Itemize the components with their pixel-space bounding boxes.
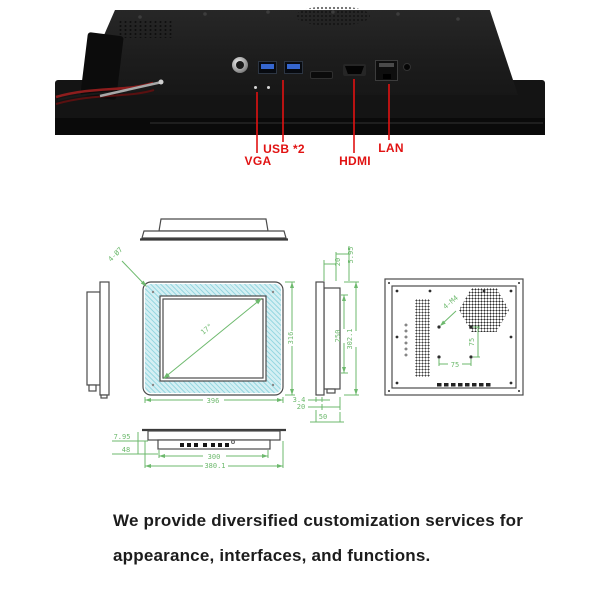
lan-port <box>375 60 398 81</box>
flat-connector <box>310 71 333 79</box>
dim-front-width: 396 <box>207 397 220 405</box>
usb-tongue <box>287 64 300 69</box>
rear-hole-column <box>404 323 408 357</box>
monitor-shadow-band <box>55 118 545 135</box>
usb-port-2 <box>284 61 303 74</box>
dim-vesa-holes: 4-M4 <box>442 294 460 311</box>
dim-front-height: 316 <box>287 332 295 345</box>
hdmi-label: HDMI <box>339 154 371 168</box>
usb-port-1 <box>258 61 277 74</box>
dim-bottom-width: 380.1 <box>204 462 225 470</box>
chassis-fan-grille <box>296 6 370 26</box>
bezel-seam-line <box>150 122 543 124</box>
lan-contacts <box>379 63 394 67</box>
bottom-port-row <box>180 443 229 447</box>
dim-side-front-depth: 20 <box>297 403 305 411</box>
screw-dot <box>267 86 270 89</box>
side-view-right-vents <box>327 296 338 373</box>
hdmi-port <box>343 64 366 76</box>
dim-vesa-height: 75 <box>468 338 476 346</box>
rear-view <box>384 278 524 396</box>
vesa-leader <box>440 310 457 326</box>
dim-side-depth: 50 <box>319 413 327 421</box>
power-jack-pin <box>236 61 244 69</box>
bottom-view <box>112 428 286 468</box>
audio-jack <box>403 63 411 71</box>
usb-tongue <box>261 64 274 69</box>
dim-corner-holes: 4-Ø7 <box>107 246 125 264</box>
dim-bottom-lip: 7.95 <box>114 433 131 441</box>
dim-side-lip: 5.95 <box>347 247 355 264</box>
rear-port-row <box>437 383 491 387</box>
vga-label: VGA <box>244 154 272 168</box>
dim-side-top: 20 <box>334 258 342 266</box>
lan-slot <box>383 74 391 79</box>
side-view-left-vents <box>89 301 97 377</box>
dim-bottom-inset: 48 <box>122 446 130 454</box>
rear-view-speaker-grille <box>459 288 509 332</box>
dim-bottom-span: 300 <box>208 453 221 461</box>
lan-label: LAN <box>378 141 404 155</box>
corner-hole-leader <box>121 260 147 287</box>
top-view <box>140 218 288 241</box>
chassis-vent-holes <box>118 20 174 38</box>
footer-text-line1: We provide diversified customization ser… <box>113 511 524 530</box>
rear-view-vent-strip <box>415 299 430 377</box>
hdmi-slot <box>345 66 364 74</box>
footer-text-line2: appearance, interfaces, and functions. <box>113 546 431 565</box>
usb-label: USB *2 <box>263 142 305 156</box>
dim-side-bezel: 3.4 <box>293 396 306 404</box>
bottom-jack <box>231 440 235 444</box>
front-view-screen <box>160 296 266 381</box>
dim-vesa-width: 75 <box>451 361 459 369</box>
dim-side-mount: 302.1 <box>346 328 354 349</box>
vesa-holes <box>437 325 473 359</box>
vga-screw-dot <box>254 86 257 89</box>
